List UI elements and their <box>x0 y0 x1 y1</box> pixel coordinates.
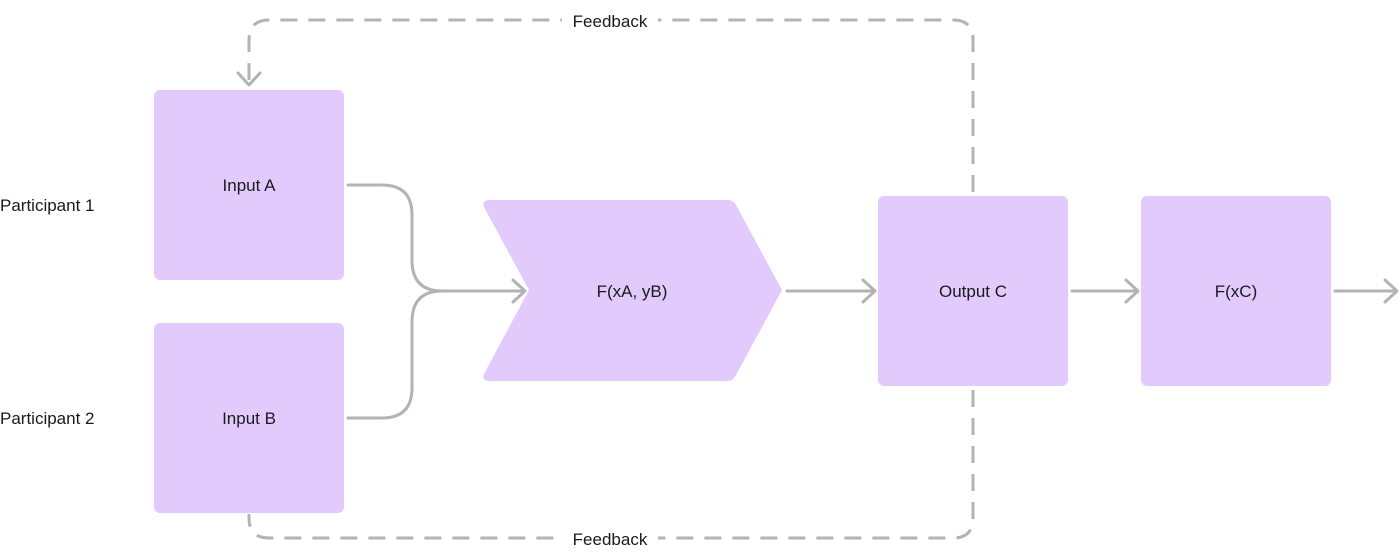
feedback-loop-top <box>247 18 975 192</box>
feedback-label-top: Feedback <box>573 12 648 31</box>
connector-input-b-to-function <box>346 289 444 420</box>
feedback-loop-bottom <box>247 390 975 540</box>
output-c-label: Output C <box>939 282 1007 301</box>
arrowhead-function-ab <box>511 278 527 304</box>
input-a-node <box>154 90 344 280</box>
participant-1-label: Participant 1 <box>0 196 95 215</box>
connector-input-a-to-function <box>346 183 444 293</box>
input-a-label: Input A <box>223 176 277 195</box>
function-c-node <box>1141 196 1331 386</box>
function-ab-label: F(xA, yB) <box>597 282 668 301</box>
input-b-label: Input B <box>222 409 276 428</box>
feedback-label-bottom: Feedback <box>573 530 648 549</box>
participant-2-label: Participant 2 <box>0 409 95 428</box>
arrowhead-output-c <box>861 278 877 304</box>
arrowhead-function-c <box>1124 278 1140 304</box>
arrowhead-out <box>1383 278 1399 304</box>
feedback-label-bottom-bg <box>562 526 658 552</box>
feedback-arrowhead-top <box>236 71 262 87</box>
output-c-node <box>878 196 1068 386</box>
input-b-node <box>154 323 344 513</box>
feedback-label-top-bg <box>562 8 658 34</box>
function-c-label: F(xC) <box>1215 282 1257 301</box>
function-ab-node <box>483 200 782 381</box>
